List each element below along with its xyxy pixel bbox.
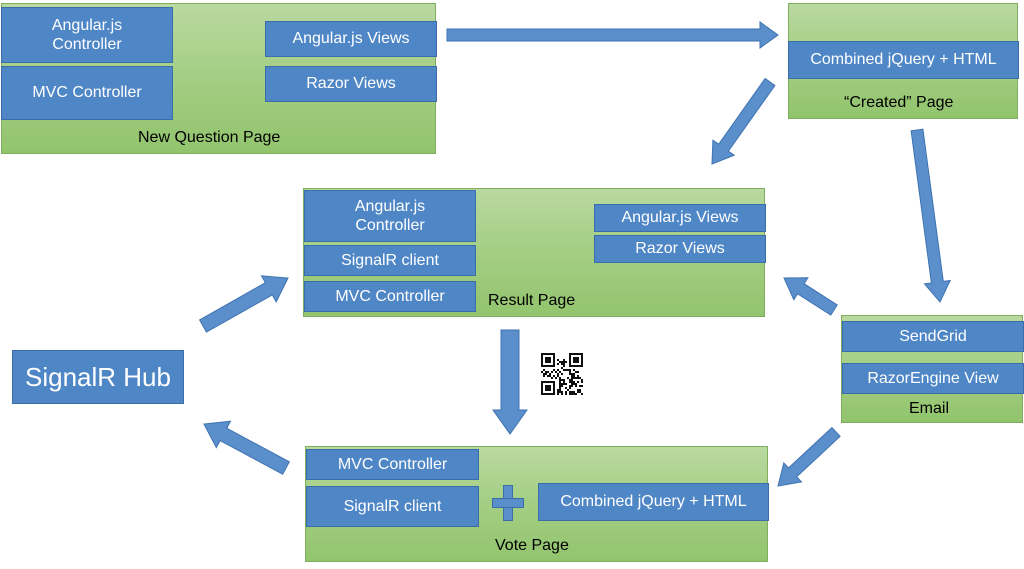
arrow-result-to-vote (492, 329, 528, 435)
arrow-newquestion-to-created (446, 21, 779, 49)
arrow-vote-to-hub (203, 420, 290, 475)
arrow-email-to-vote (777, 426, 841, 487)
arrow-hub-to-result (198, 275, 289, 333)
result-page-label: Result Page (488, 292, 576, 309)
vote-mvc-controller: MVC Controller (306, 449, 479, 480)
vote-page-label: Vote Page (495, 537, 569, 554)
email-label: Email (909, 400, 950, 417)
nq-razor-views: Razor Views (265, 66, 437, 102)
email-group: SendGrid RazorEngine View Email (841, 315, 1024, 423)
nq-angular-controller: Angular.js Controller (1, 7, 173, 63)
signalr-hub: SignalR Hub (12, 350, 184, 404)
email-sendgrid: SendGrid (842, 321, 1024, 352)
vote-combined-jquery-html: Combined jQuery + HTML (538, 483, 769, 521)
result-angular-controller: Angular.js Controller (304, 190, 476, 242)
result-angularjs-views: Angular.js Views (594, 204, 766, 232)
plus-icon (492, 485, 524, 521)
result-signalr-client: SignalR client (304, 245, 476, 276)
nq-mvc-controller: MVC Controller (1, 66, 173, 120)
created-page: Combined jQuery + HTML “Created” Page (788, 3, 1019, 119)
arrow-created-to-result (711, 77, 776, 165)
new-question-page: Angular.js Controller MVC Controller Ang… (1, 3, 437, 154)
arrow-created-to-email (910, 128, 952, 303)
created-page-label: “Created” Page (844, 94, 954, 111)
vote-page: MVC Controller SignalR client Combined j… (305, 446, 769, 562)
email-razorengine-view: RazorEngine View (842, 363, 1024, 394)
created-combined-jquery-html: Combined jQuery + HTML (788, 41, 1019, 79)
qr-code-icon (540, 352, 584, 396)
result-page: Angular.js Controller SignalR client MVC… (303, 188, 766, 317)
arrow-email-to-result (783, 277, 838, 316)
nq-angularjs-views: Angular.js Views (265, 21, 437, 57)
vote-signalr-client: SignalR client (306, 486, 479, 527)
result-mvc-controller: MVC Controller (304, 281, 476, 312)
new-question-page-label: New Question Page (138, 129, 281, 146)
result-razor-views: Razor Views (594, 235, 766, 263)
